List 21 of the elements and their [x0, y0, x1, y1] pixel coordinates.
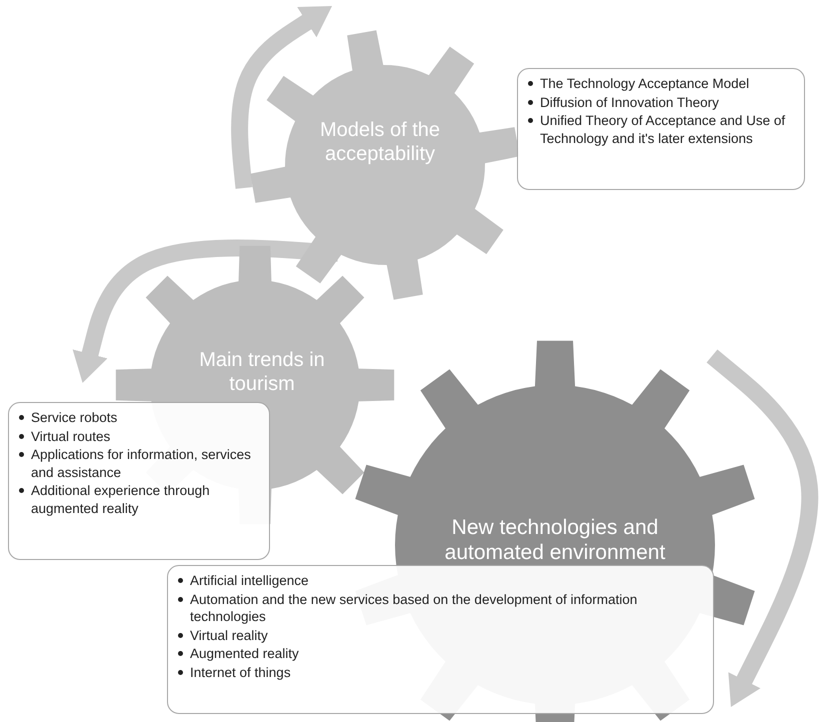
gear-label: Models of the acceptability	[318, 118, 442, 166]
text-card	[8, 402, 270, 560]
bullet-text: Augmented reality	[190, 646, 299, 662]
bullet-text: Service robots	[31, 410, 118, 425]
bullet-text: Internet of things	[190, 664, 291, 680]
bullet-text: The Technology Acceptance Model	[540, 76, 750, 91]
bullet-text: Virtual routes	[31, 428, 110, 444]
bullet-text: Unified Theory of Acceptance and Use of Technology and it's later extensions	[540, 113, 786, 146]
bullet-text: Automation and the new services based on the development of information technologies	[190, 592, 638, 624]
gear-label: Main trends in tourism	[198, 348, 326, 396]
text-card	[167, 565, 714, 714]
curved-arrow	[231, 6, 332, 189]
curved-arrow	[72, 240, 339, 383]
bullet-text: Virtual reality	[190, 628, 268, 643]
curved-arrow	[706, 349, 818, 707]
gear-label: New technologies and automated environment	[444, 514, 666, 566]
bullet-text: Diffusion of Innovation Theory	[540, 94, 719, 110]
text-card	[517, 68, 805, 190]
bullet-text: Additional experience through augmented reality	[31, 483, 210, 516]
bullet-text: Artificial intelligence	[190, 573, 309, 588]
bullet-text: Applications for information, services and assistance	[31, 447, 251, 480]
